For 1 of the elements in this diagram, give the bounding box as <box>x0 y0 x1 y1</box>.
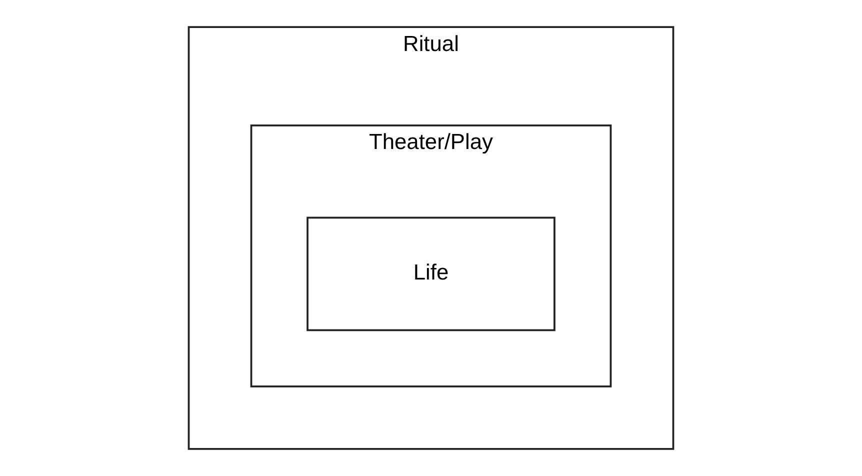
node-box: Life <box>306 216 556 332</box>
